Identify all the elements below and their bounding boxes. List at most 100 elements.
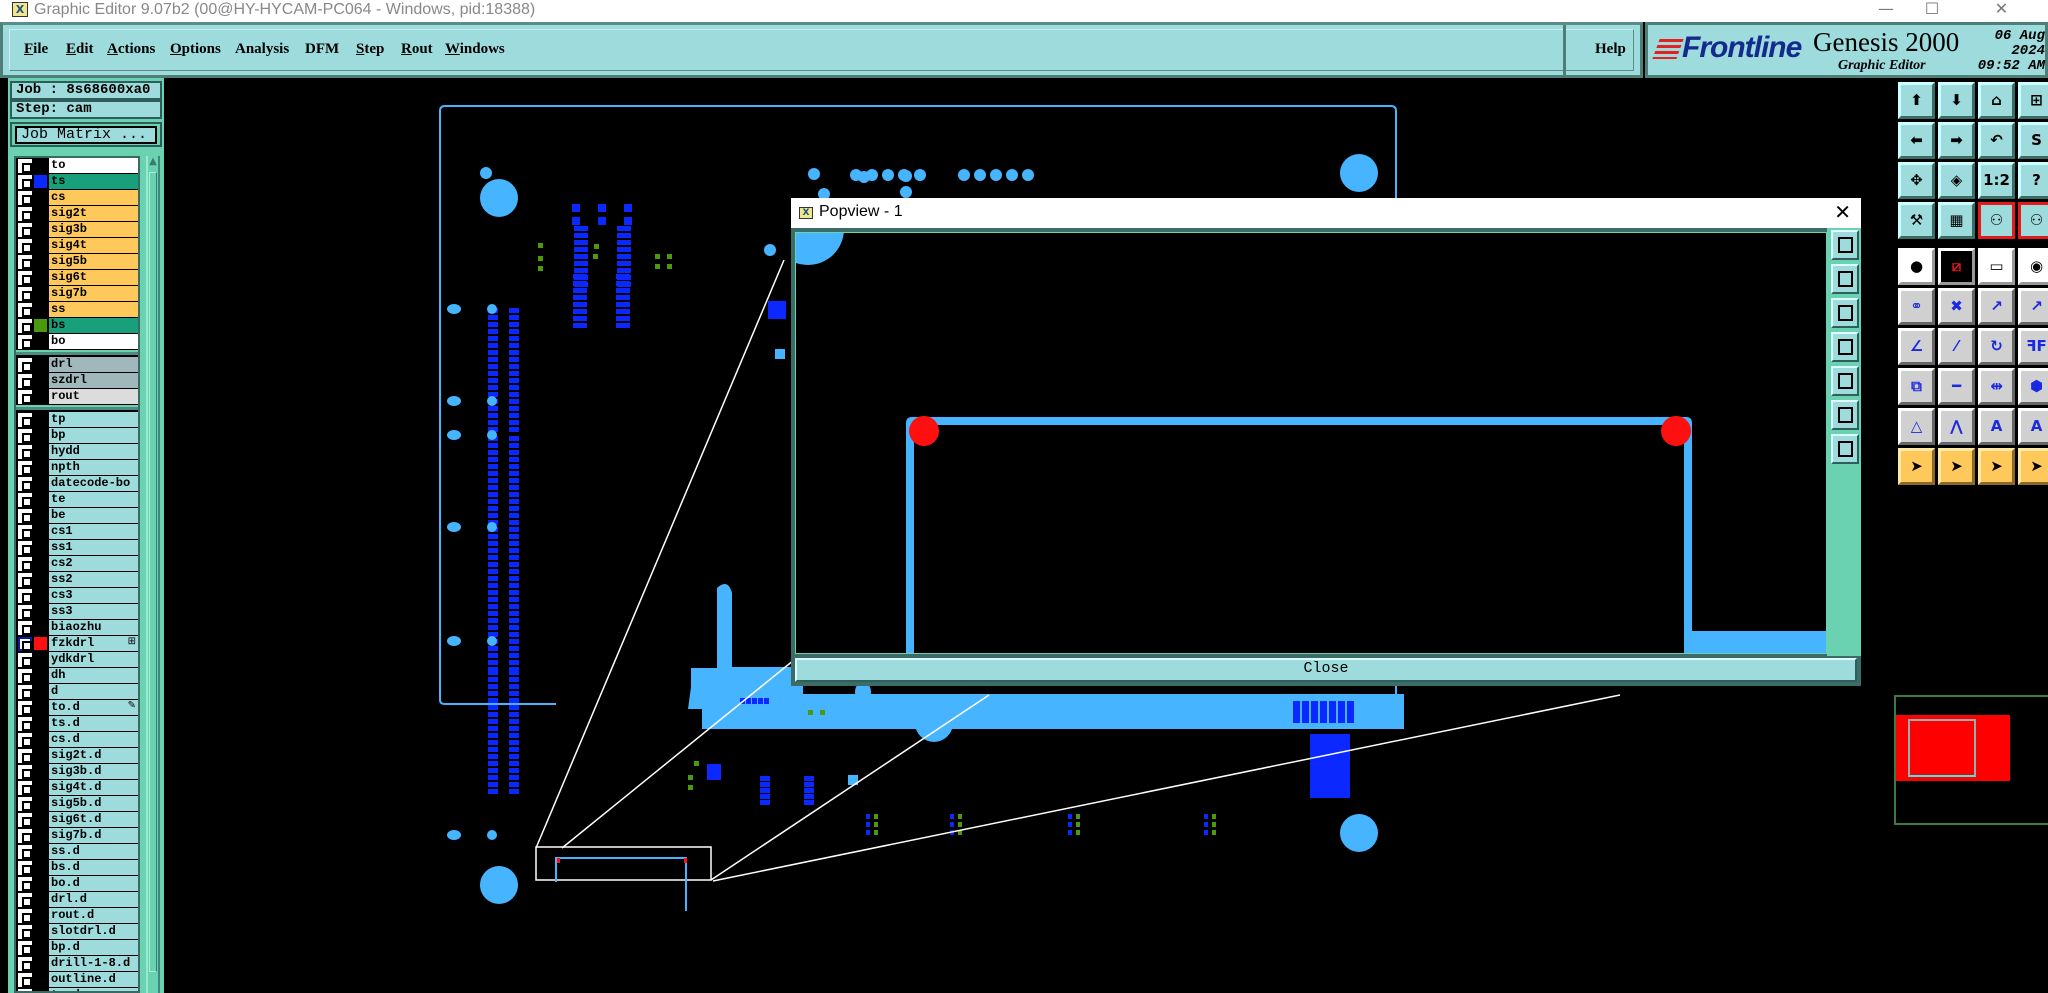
layer-row[interactable]: cs3 [16,588,138,604]
menu-dfm[interactable]: DFM [305,41,340,57]
scroll-thumb[interactable] [149,172,157,972]
layer-checkbox[interactable] [18,445,32,459]
layer-name[interactable]: cs.d [49,732,138,747]
copy-to-button[interactable]: ↗ [2018,288,2048,325]
arc-bridge-button[interactable]: A [1978,408,2015,445]
layer-checkbox[interactable] [18,813,32,827]
layer-name[interactable]: bo [49,334,138,349]
popview-pan-left-button[interactable] [1831,332,1859,362]
layer-name[interactable]: drl.d [49,892,138,907]
layer-row[interactable]: fzkdrl⊞ [16,636,138,652]
rotate-button[interactable]: ↻ [1978,328,2015,365]
layer-row[interactable]: npth [16,460,138,476]
layer-row[interactable]: drl.d [16,892,138,908]
layer-checkbox[interactable] [18,765,32,779]
layer-checkbox[interactable] [18,941,32,955]
menu-help[interactable]: Help [1595,41,1626,57]
select-box-button[interactable]: ➤ [1938,448,1975,485]
layer-name[interactable]: te [49,492,138,507]
layer-checkbox[interactable] [18,207,32,221]
layer-row[interactable]: slotdrl.d [16,924,138,940]
pad-cluster-button[interactable]: ⬢ [2018,368,2048,405]
home-button[interactable]: ⌂ [1978,82,2015,119]
menu-rout[interactable]: Rout [401,41,433,57]
layer-name[interactable]: ss2 [49,572,138,587]
layer-name[interactable]: szdrl [49,373,138,388]
layer-checkbox[interactable] [18,303,32,317]
layer-name[interactable]: drill-1-8.d [49,956,138,971]
layer-name[interactable]: ts [49,174,138,189]
layer-row[interactable]: bs [16,318,138,334]
layer-row[interactable]: bp.d [16,940,138,956]
layer-name[interactable]: npth [49,460,138,475]
layer-row[interactable]: tp.d [16,988,138,991]
layer-checkbox[interactable] [18,717,32,731]
layer-checkbox[interactable] [18,797,32,811]
layer-checkbox[interactable] [18,733,32,747]
layer-row[interactable]: to.d✎ [16,700,138,716]
menu-options[interactable]: Options [170,41,221,57]
layer-row[interactable]: drill-1-8.d [16,956,138,972]
line-angle-button[interactable]: ∠ [1898,328,1935,365]
layer-row[interactable]: ss2 [16,572,138,588]
layer-row[interactable]: bs.d [16,860,138,876]
layer-row[interactable]: sig5b [16,254,138,270]
layer-row[interactable]: hydd [16,444,138,460]
layer-row[interactable]: bp [16,428,138,444]
layer-row[interactable]: cs1 [16,524,138,540]
layer-name[interactable]: sig2t [49,206,138,221]
layer-name[interactable]: bo.d [49,876,138,891]
measure-pair-button[interactable]: ⧄ [1938,248,1975,285]
layer-checkbox[interactable] [18,749,32,763]
layer-row[interactable]: cs.d [16,732,138,748]
layer-checkbox[interactable] [18,893,32,907]
layer-name[interactable]: cs2 [49,556,138,571]
tools-button[interactable]: ⚒ [1898,202,1935,239]
layer-row[interactable]: sig2t [16,206,138,222]
layer-name[interactable]: cs [49,190,138,205]
layer-row[interactable]: bo.d [16,876,138,892]
layer-name[interactable]: ss3 [49,604,138,619]
layer-row[interactable]: sig4t.d [16,780,138,796]
menu-edit[interactable]: Edit [66,41,94,57]
layer-row[interactable]: to [16,158,138,174]
job-matrix-button[interactable]: Job Matrix ... [15,126,157,144]
layer-row[interactable]: sig5b.d [16,796,138,812]
scale-1-2-button[interactable]: 1:2 [1978,162,2015,199]
minimize-button[interactable]: — [1878,0,1894,18]
layer-name[interactable]: dh [49,668,138,683]
delete-feature-button[interactable]: ✖ [1938,288,1975,325]
layer-checkbox[interactable] [18,525,32,539]
layer-checkbox[interactable] [18,877,32,891]
layer-name[interactable]: hydd [49,444,138,459]
layer-checkbox[interactable] [18,175,32,189]
popview-pan-up-button[interactable] [1831,264,1859,294]
grid-xy-button[interactable]: ⊞ [2018,82,2048,119]
layer-row[interactable]: outline.d [16,972,138,988]
layer-name[interactable]: bp [49,428,138,443]
layer-checkbox[interactable] [18,861,32,875]
line-stretch-button[interactable]: ⁄ [1938,328,1975,365]
layer-name[interactable]: bp.d [49,940,138,955]
layer-name[interactable]: outline.d [49,972,138,987]
layer-row[interactable]: sig6t.d [16,812,138,828]
layer-checkbox[interactable] [18,493,32,507]
layer-row[interactable]: sig7b.d [16,828,138,844]
layer-checkbox[interactable] [18,255,32,269]
layer-checkbox[interactable] [18,701,32,715]
layer-checkbox[interactable] [18,653,32,667]
layer-row[interactable]: ss [16,302,138,318]
layer-name[interactable]: sig4t [49,238,138,253]
layer-row[interactable]: ydkdrl [16,652,138,668]
layer-checkbox[interactable] [18,287,32,301]
popview-pan-down-button[interactable] [1831,298,1859,328]
layer-name[interactable]: sig2t.d [49,748,138,763]
layer-checkbox[interactable] [18,461,32,475]
layer-row[interactable]: ss3 [16,604,138,620]
layer-name[interactable]: d [49,684,138,699]
arc-small-button[interactable]: △ [1898,408,1935,445]
layer-row[interactable]: rout [16,389,138,405]
net-connect-button[interactable]: ⚇ [1978,202,2015,239]
pan-right-button[interactable]: ➡ [1938,122,1975,159]
net-check-button[interactable]: ⚇ [2018,202,2048,239]
